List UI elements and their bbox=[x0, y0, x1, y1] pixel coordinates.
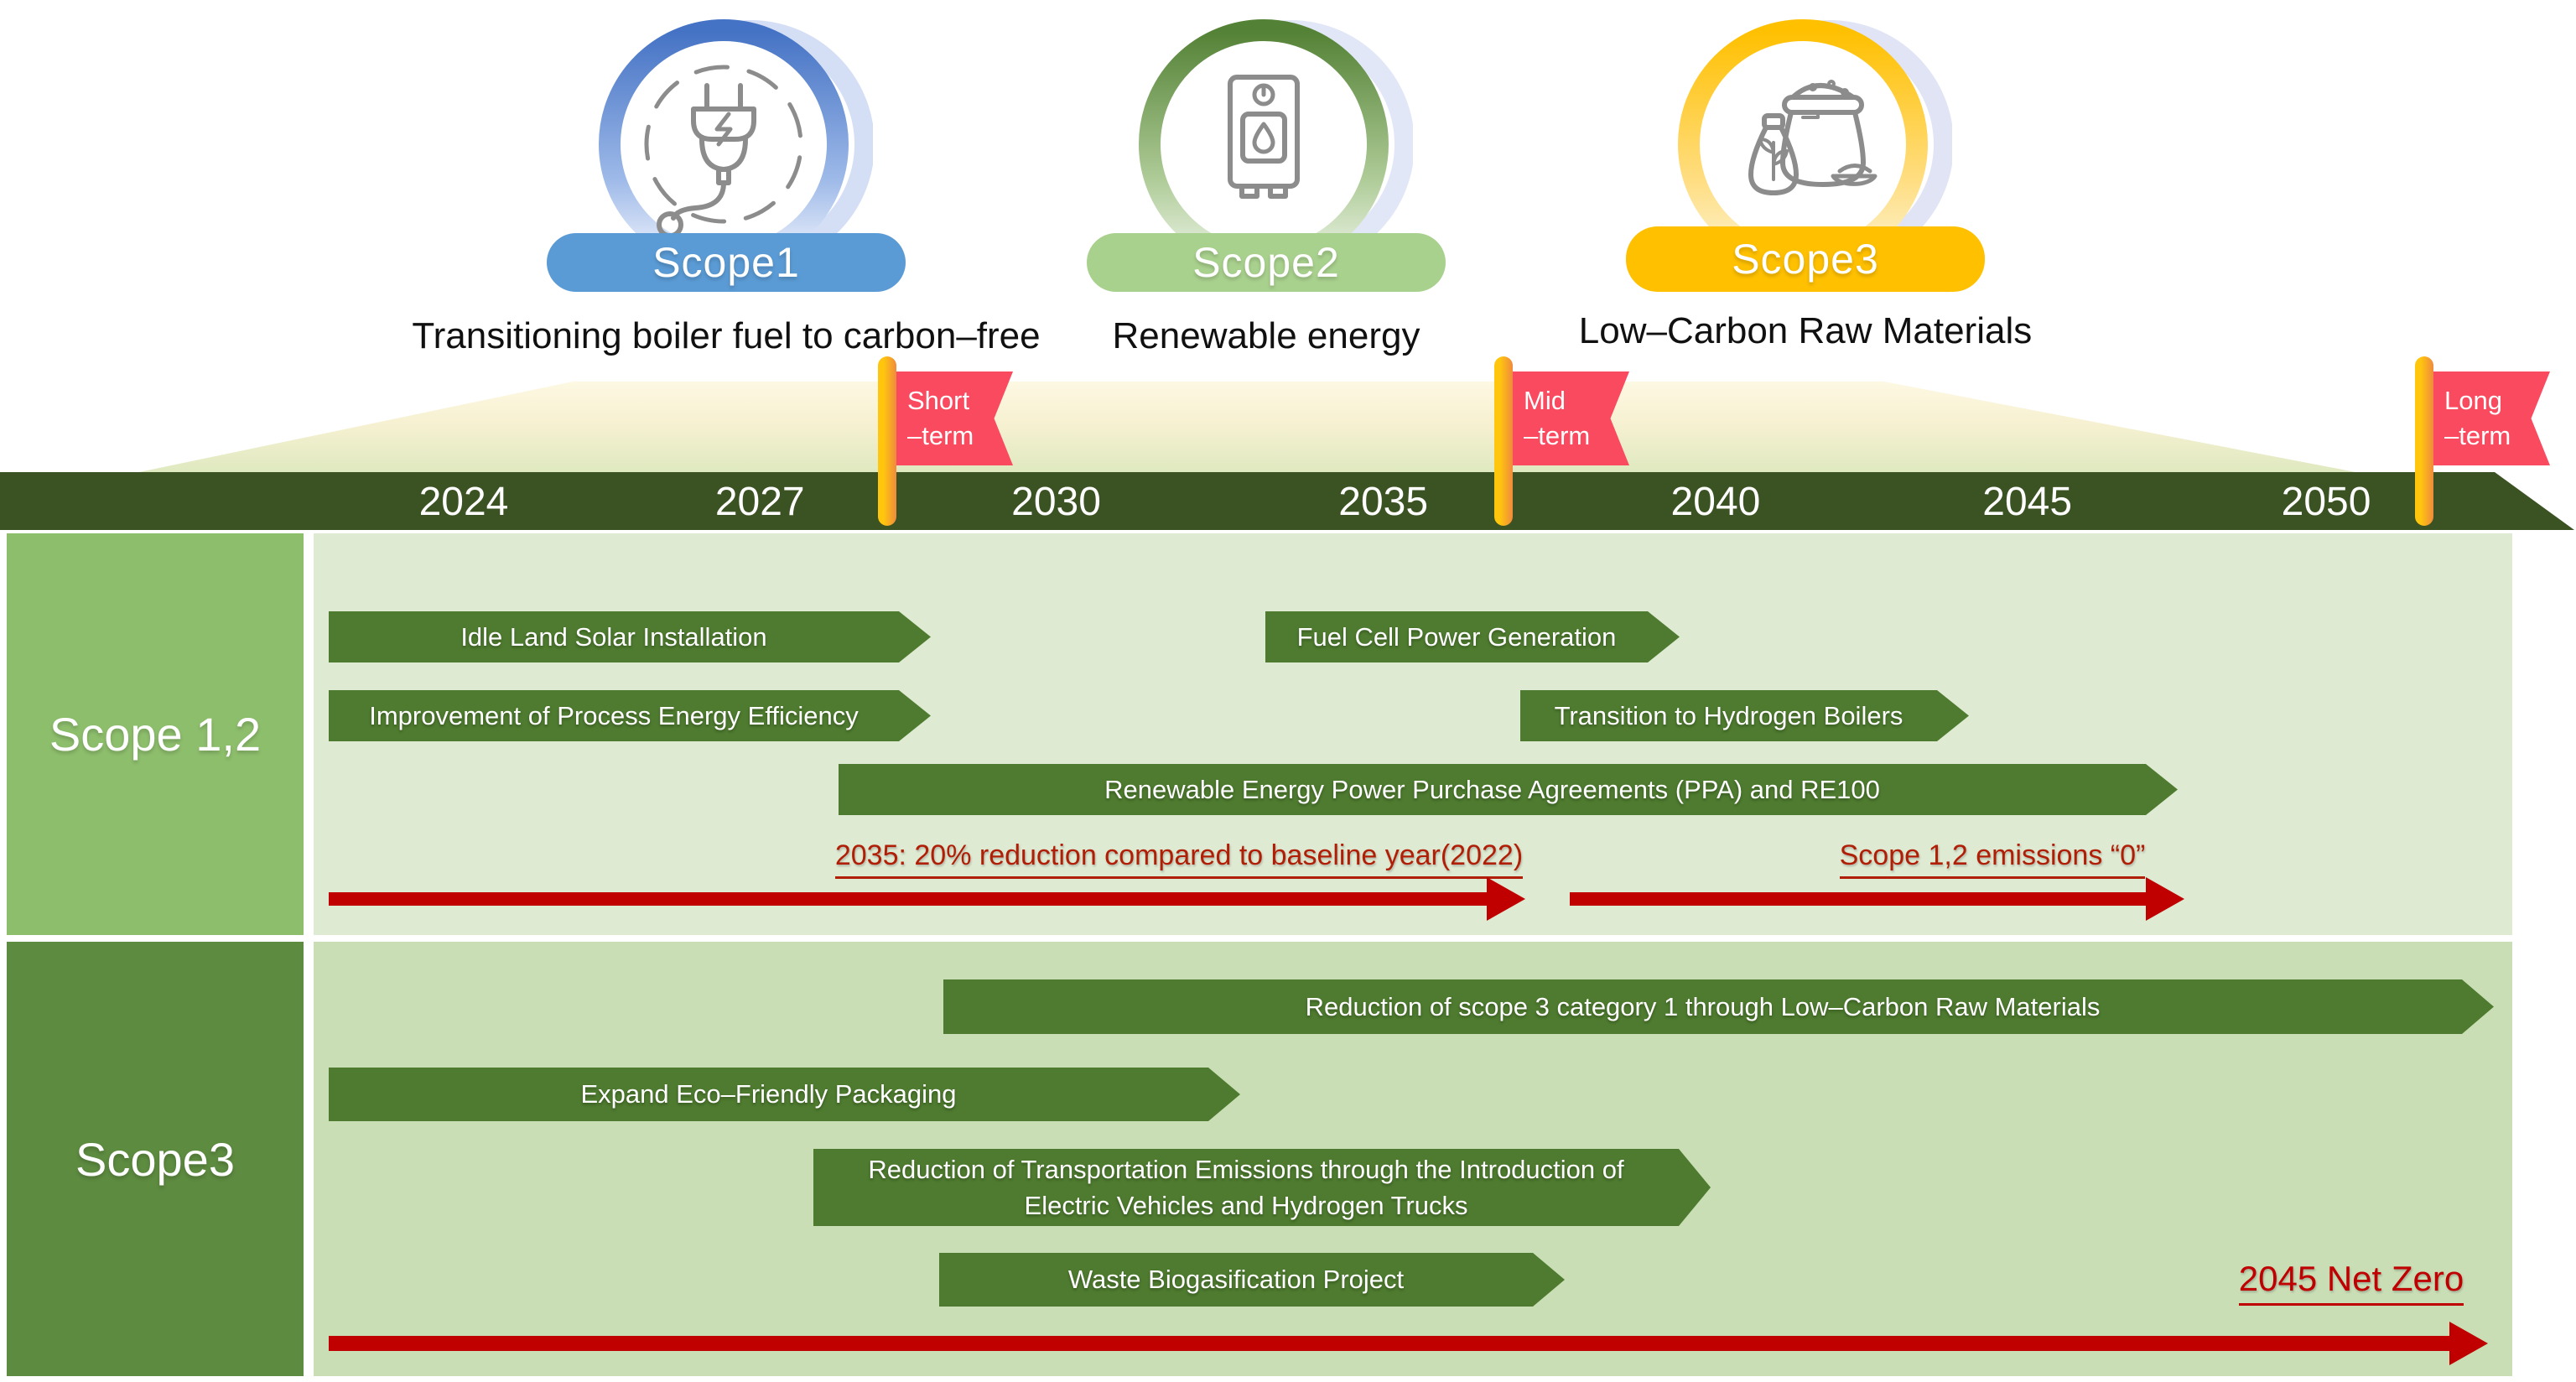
power-plug-icon bbox=[644, 65, 803, 238]
scope3-sidebar-label: Scope3 bbox=[75, 1132, 235, 1186]
scope1-badge: Scope1 bbox=[547, 233, 906, 292]
mid-term-flag-pole bbox=[1494, 356, 1513, 526]
scope2-subtitle: Renewable energy bbox=[1112, 315, 1420, 356]
scope12-sidebar-label: Scope 1,2 bbox=[49, 708, 262, 761]
roadmap-bar-ppa-re100: Renewable Energy Power Purchase Agreemen… bbox=[839, 764, 2178, 815]
mid-term-flag: Mid –term bbox=[1504, 371, 1629, 465]
scope2-badge-label: Scope2 bbox=[1192, 239, 1340, 286]
raw-materials-icon bbox=[1748, 80, 1877, 195]
short-term-flag-pole bbox=[878, 356, 896, 526]
flag-label-line1: Mid bbox=[1524, 386, 1566, 416]
scope3-badge-label: Scope3 bbox=[1732, 236, 1879, 283]
roadmap-bar-fuel-cell: Fuel Cell Power Generation bbox=[1265, 611, 1680, 662]
long-term-flag: Long –term bbox=[2424, 371, 2550, 465]
flag-label-line2: –term bbox=[2444, 421, 2511, 450]
year-label: 2050 bbox=[2281, 480, 2371, 524]
year-label: 2045 bbox=[1982, 480, 2073, 524]
roadmap-bar-eco-packaging: Expand Eco–Friendly Packaging bbox=[329, 1068, 1240, 1121]
roadmap-bar-process-energy-efficiency: Improvement of Process Energy Efficiency bbox=[329, 690, 931, 741]
flag-label-line1: Short bbox=[907, 386, 970, 416]
annotation-scope12-zero: Scope 1,2 emissions “0” bbox=[1732, 839, 2252, 879]
year-label: 2024 bbox=[418, 480, 509, 524]
scope1-badge-label: Scope1 bbox=[652, 239, 800, 286]
year-label: 2035 bbox=[1338, 480, 1429, 524]
flag-label-line2: –term bbox=[907, 421, 974, 450]
scope1-subtitle: Transitioning boiler fuel to carbon–free bbox=[412, 315, 1041, 356]
year-label: 2030 bbox=[1011, 480, 1101, 524]
reduction-arrow-short-mid bbox=[329, 892, 1488, 906]
year-label: 2027 bbox=[714, 480, 805, 524]
flag-label-line1: Long bbox=[2444, 386, 2502, 416]
roadmap-bar-scope3-category1: Reduction of scope 3 category 1 through … bbox=[943, 979, 2494, 1034]
timeline-axis: 2024 2027 2030 2035 2040 2045 2050 bbox=[0, 472, 2574, 530]
scope3-sidebar: Scope3 bbox=[7, 942, 304, 1376]
scope2-badge: Scope2 bbox=[1087, 233, 1446, 292]
roadmap-bar-transportation-emissions: Reduction of Transportation Emissions th… bbox=[813, 1149, 1711, 1226]
short-term-flag: Short –term bbox=[887, 371, 1013, 465]
roadmap-bar-waste-biogasification: Waste Biogasification Project bbox=[939, 1253, 1565, 1307]
flag-label-line2: –term bbox=[1524, 421, 1591, 450]
scope3-content: Reduction of scope 3 category 1 through … bbox=[314, 942, 2512, 1376]
scope12-content: Idle Land Solar Installation Improvement… bbox=[314, 533, 2512, 935]
scope3-subtitle: Low–Carbon Raw Materials bbox=[1578, 310, 2033, 351]
scope12-sidebar: Scope 1,2 bbox=[7, 533, 304, 935]
roadmap-bar-idle-land-solar: Idle Land Solar Installation bbox=[329, 611, 931, 662]
boiler-icon bbox=[1228, 75, 1300, 199]
timeline-perspective-band bbox=[139, 382, 2355, 472]
reduction-arrow-mid-long bbox=[1570, 892, 2147, 906]
scope3-ring bbox=[1678, 19, 1952, 269]
annotation-2035-reduction: 2035: 20% reduction compared to baseline… bbox=[642, 839, 1716, 879]
year-label: 2040 bbox=[1670, 480, 1761, 524]
long-term-flag-pole bbox=[2415, 356, 2433, 526]
roadmap-bar-hydrogen-boilers: Transition to Hydrogen Boilers bbox=[1520, 690, 1969, 741]
annotation-2045-net-zero: 2045 Net Zero bbox=[2142, 1259, 2561, 1306]
net-zero-arrow bbox=[329, 1336, 2450, 1351]
scope3-badge: Scope3 bbox=[1626, 226, 1985, 292]
